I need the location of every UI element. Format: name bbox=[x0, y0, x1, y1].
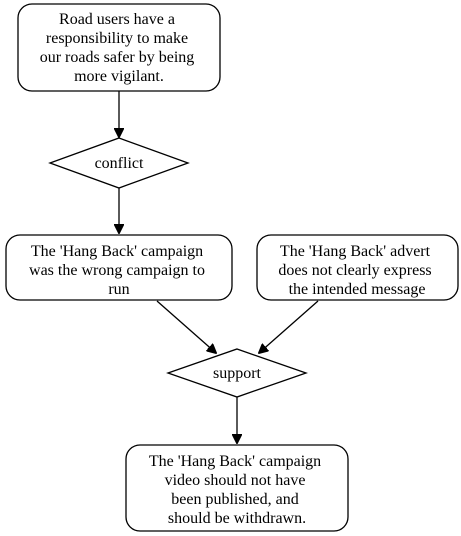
node-text-line: the intended message bbox=[289, 281, 426, 298]
node-text-line: video should not have bbox=[165, 472, 306, 489]
svg-text:Road users have a respon: Road users have a responsibility to make… bbox=[40, 11, 199, 85]
node-box bbox=[17, 3, 221, 92]
node-text-line: responsibility to make bbox=[46, 30, 188, 47]
node-text-line: was the wrong campaign to bbox=[29, 262, 205, 279]
node-conflict: conflict bbox=[48, 137, 190, 189]
node-box bbox=[5, 234, 233, 301]
support-diamond bbox=[166, 348, 308, 398]
node-text-line: more vigilant. bbox=[74, 68, 164, 85]
svg-text:support: support bbox=[213, 365, 262, 382]
node-text-line: been published, and bbox=[171, 491, 299, 508]
node-claim-wrong-campaign: The 'Hang Back' campaign was the wrong c… bbox=[5, 234, 233, 301]
node-text-line: does not clearly express bbox=[278, 262, 431, 279]
edge-wrong-campaign-to-support bbox=[156, 300, 216, 353]
edge-not-clear-to-support bbox=[259, 300, 319, 353]
svg-text:conflict: conflict bbox=[95, 155, 144, 172]
edges bbox=[119, 91, 319, 443]
svg-text:The 'Hang Back' advert d: The 'Hang Back' advert does not clearly … bbox=[278, 243, 435, 298]
conflict-label: conflict bbox=[95, 155, 144, 172]
node-text-line: our roads safer by being bbox=[40, 49, 195, 66]
node-text-line: The 'Hang Back' campaign bbox=[149, 453, 321, 470]
node-claim-vigilant: Road users have a responsibility to make… bbox=[17, 3, 221, 92]
conflict-diamond bbox=[48, 137, 190, 189]
node-text-line: The 'Hang Back' advert bbox=[280, 243, 431, 260]
node-text-line: The 'Hang Back' campaign bbox=[31, 243, 203, 260]
svg-text:The 'Hang Back' campaign: The 'Hang Back' campaign video should no… bbox=[149, 453, 325, 527]
node-text-line: run bbox=[108, 281, 129, 298]
node-box bbox=[125, 444, 349, 532]
node-support: support bbox=[166, 348, 308, 398]
svg-text:The 'Hang Back' campaign: The 'Hang Back' campaign was the wrong c… bbox=[29, 243, 209, 298]
node-text-line: Road users have a bbox=[59, 11, 175, 28]
node-box bbox=[256, 234, 459, 301]
node-claim-not-clear: The 'Hang Back' advert does not clearly … bbox=[256, 234, 459, 301]
node-text-line: should be withdrawn. bbox=[168, 510, 306, 527]
support-label: support bbox=[213, 365, 262, 382]
node-claim-withdrawn: The 'Hang Back' campaign video should no… bbox=[125, 444, 349, 532]
